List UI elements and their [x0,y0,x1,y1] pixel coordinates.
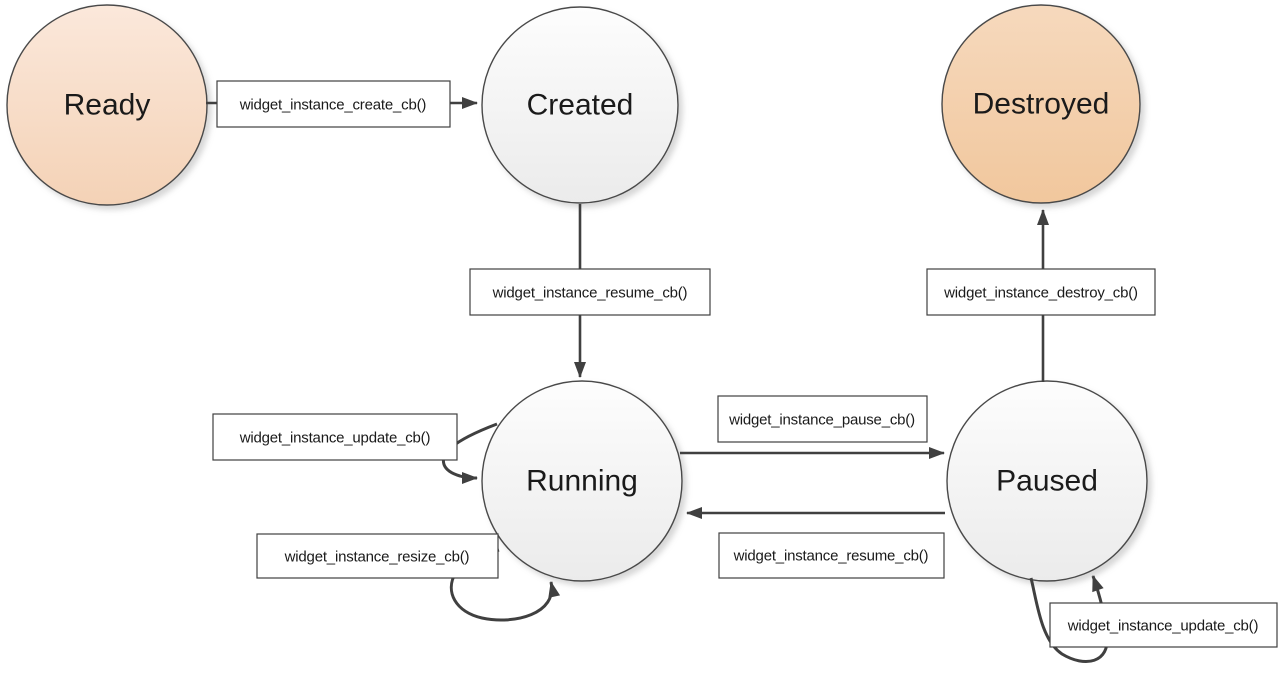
create-label-box [216,80,451,128]
state-label-paused: Paused [996,465,1098,498]
state-node-destroyed [941,4,1141,204]
pause-label-box [717,395,928,443]
update-paused-label-box [1049,602,1278,648]
state-label-destroyed: Destroyed [973,88,1110,121]
destroy-label-box [926,268,1156,316]
state-node-running [481,380,683,582]
update-running-label-text: widget_instance_update_cb() [239,430,431,447]
resume-top-label-text: widget_instance_resume_cb() [492,285,688,302]
edge-label-update-paused: widget_instance_update_cb() [1049,602,1278,648]
edge-label-pause: widget_instance_pause_cb() [717,395,928,443]
resize-running-label-box [256,533,499,579]
created-circle [481,6,679,204]
destroy-label-text: widget_instance_destroy_cb() [943,285,1138,302]
update-paused-label-text: widget_instance_update_cb() [1067,618,1259,635]
edge-label-resume-bottom: widget_instance_resume_cb() [718,532,945,579]
running-circle [481,380,683,582]
ready-circle [6,4,208,206]
resume-bottom-label-box [718,532,945,579]
create-label-text: widget_instance_create_cb() [239,97,427,114]
state-node-ready [6,4,208,206]
state-label-running: Running [526,465,638,498]
state-node-paused [946,380,1148,582]
edge-label-update-running: widget_instance_update_cb() [212,413,458,461]
state-node-created [481,6,679,204]
update-running-label-box [212,413,458,461]
state-label-ready: Ready [64,89,151,122]
paused-circle [946,380,1148,582]
resume-bottom-label-text: widget_instance_resume_cb() [733,548,929,565]
edge-label-resize-running: widget_instance_resize_cb() [256,533,499,579]
resize-running-label-text: widget_instance_resize_cb() [284,549,470,566]
pause-label-text: widget_instance_pause_cb() [728,412,915,429]
state-label-created: Created [527,89,634,122]
edge-label-destroy: widget_instance_destroy_cb() [926,268,1156,316]
edge-label-resume-top: widget_instance_resume_cb() [469,268,711,316]
loop-running-update [441,422,498,484]
destroyed-circle [941,4,1141,204]
edge-label-create: widget_instance_create_cb() [216,80,451,128]
resume-top-label-box [469,268,711,316]
